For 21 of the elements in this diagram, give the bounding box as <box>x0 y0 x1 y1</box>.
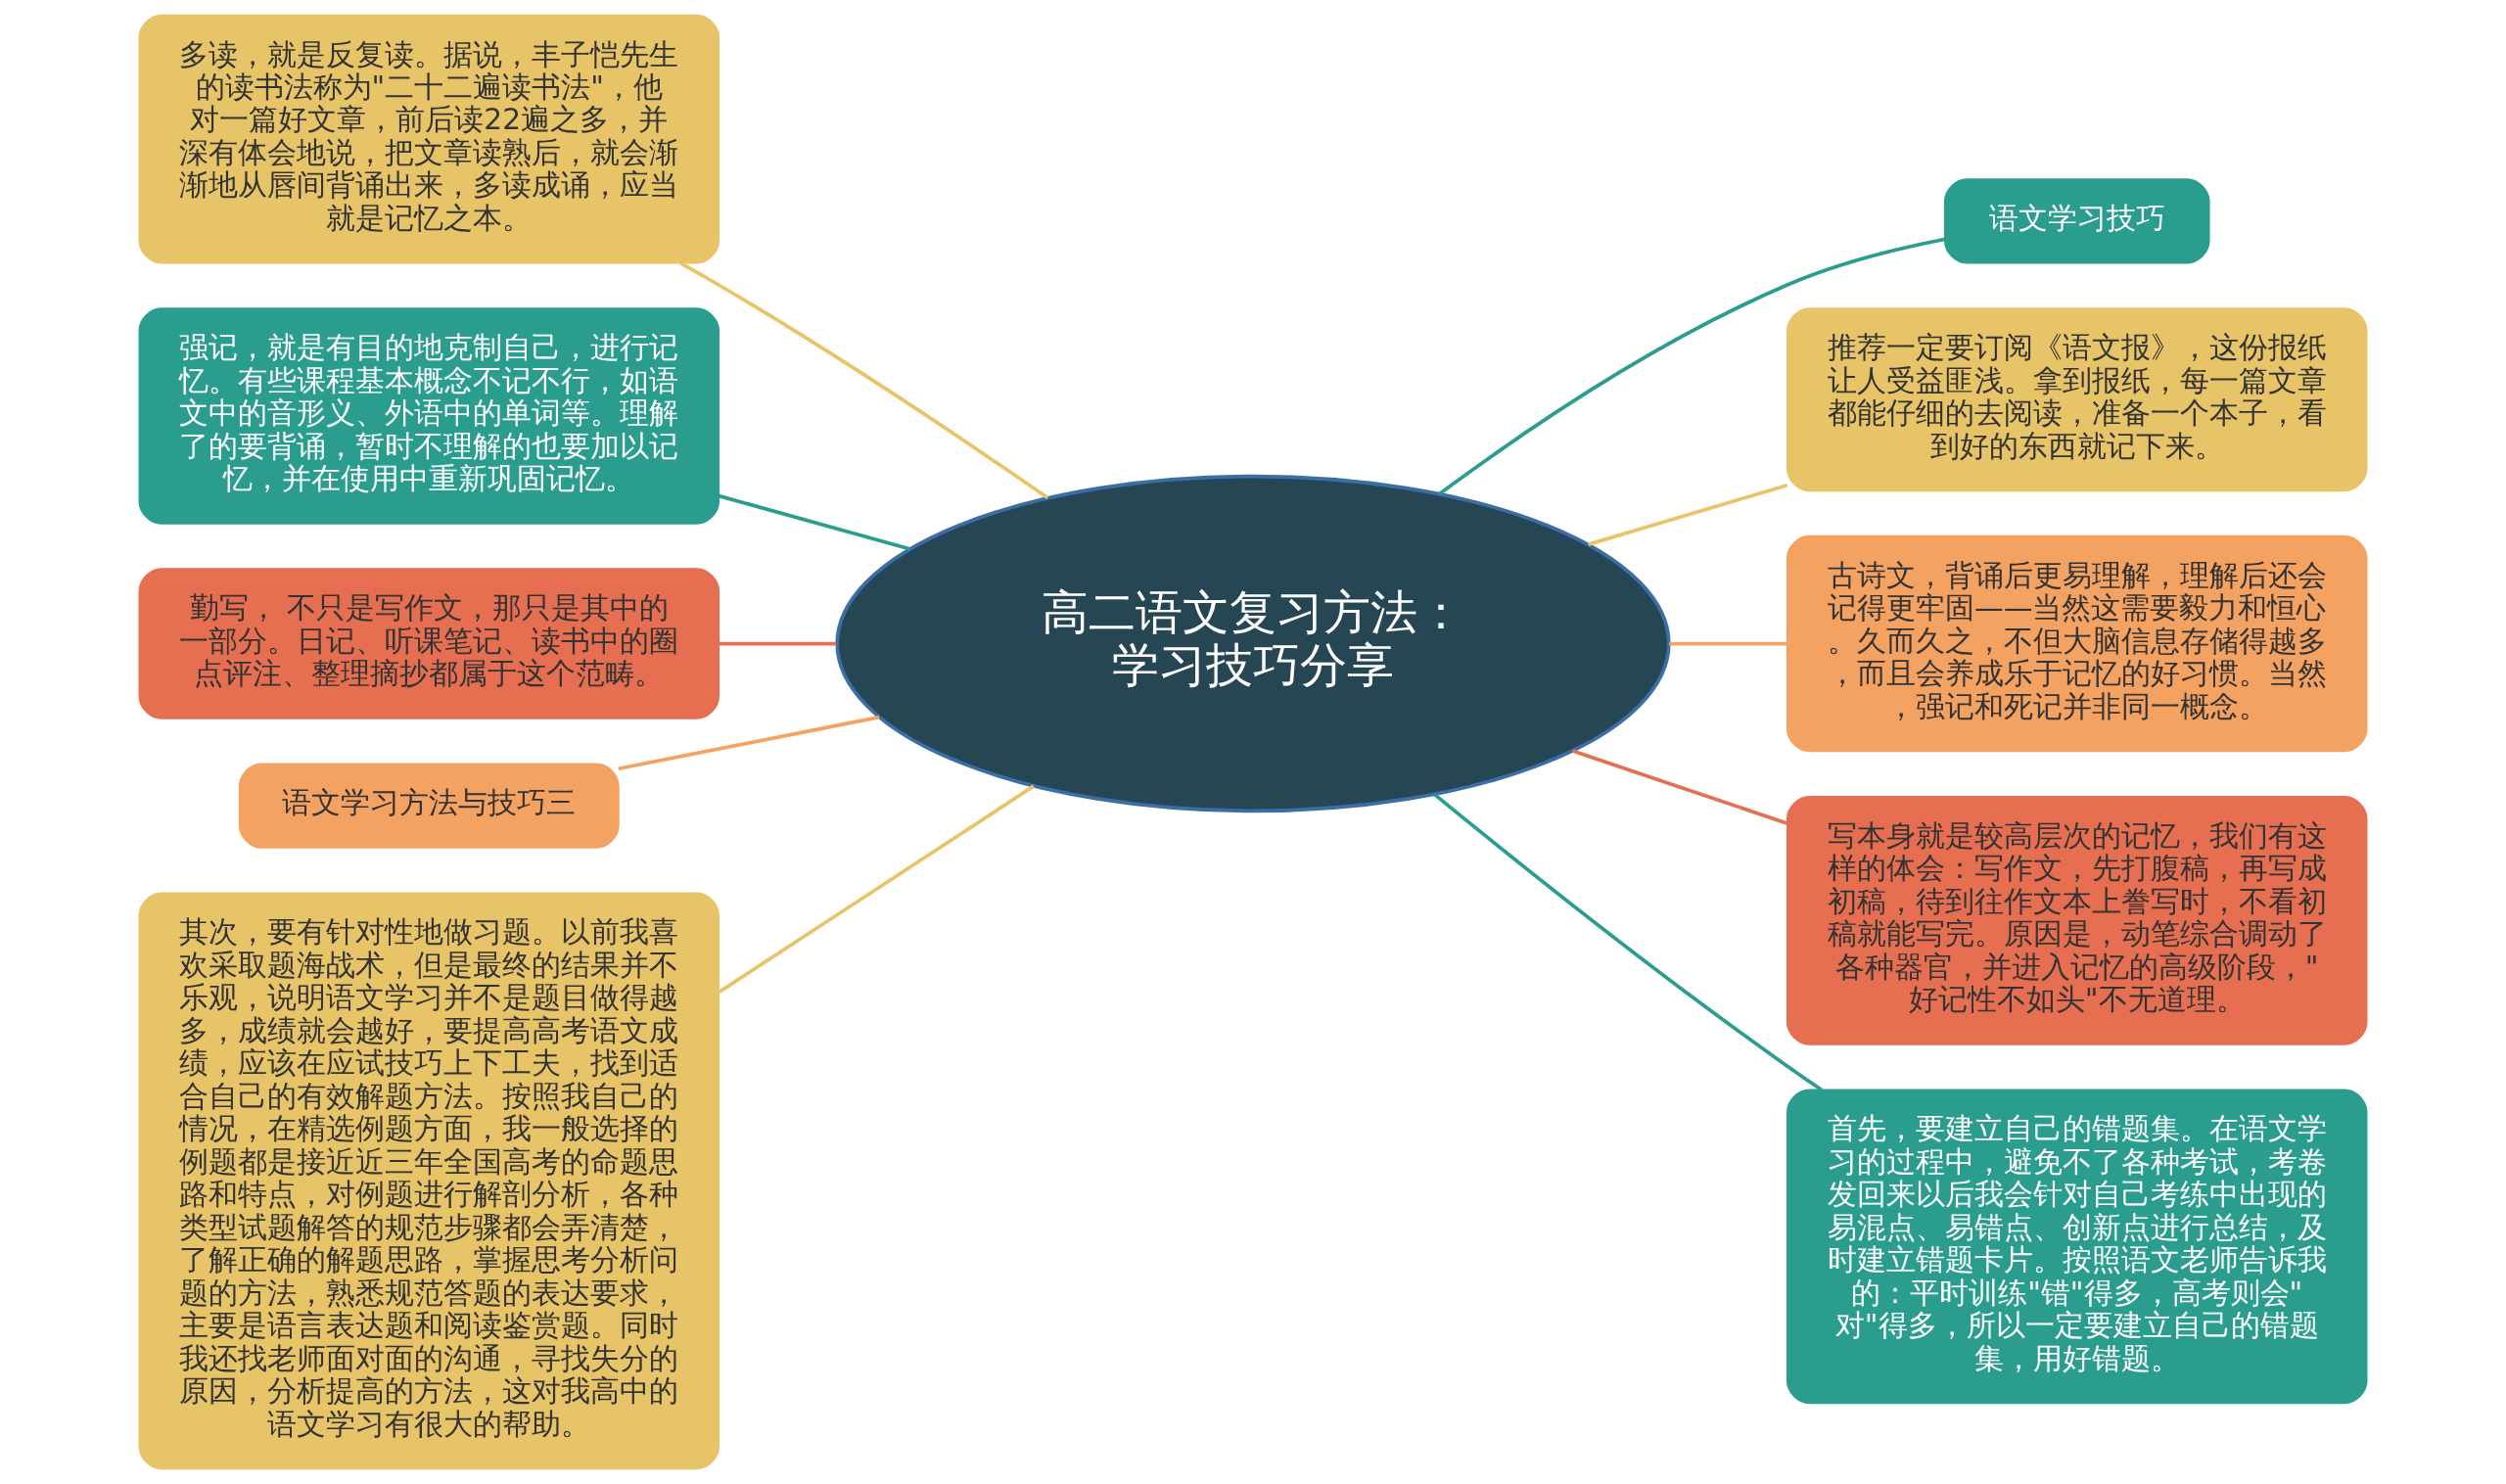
node-box: 首先，要建立自己的错题集。在语文学习的过程中，避免不了各种考试，考卷发回来以后我会针对自己考练中出现的易混点、易错点、创新点进行总结，及时建立错题卡片。按照语文老师告诉我的：平时训练"错"得多，高考则会"对"得多，所以一定要建立自己的错题集，用好错题。 <box>1786 1089 2368 1405</box>
connector <box>718 493 910 551</box>
node-box: 勤写， 不只是写作文，那只是其中的一部分。日记、听课笔记、读书中的圈点评注、整理摘抄都属于这个范畴。 <box>138 568 720 719</box>
node-box: 其次，要有针对性地做习题。以前我喜欢采取题海战术，但是最终的结果并不乐观，说明语文学习并不是题目做得越多，成绩就会越好，要提高高考语文成绩，应该在应试技巧上下工夫，找到适合自己的有效解题方法。按照我自己的情况，在精选例题方面，我一般选择的例题都是接近近三年全国高考的命题思路和特点，对例题进行解剖分析，各种类型试题解答的规范步骤都会弄清楚，了解正确的解题思路，掌握思考分析问题的方法，熟悉规范答题的表达要求，主要是语言表达题和阅读鉴赏题。同时我还找老师面对面的沟通，寻找失分的原因，分析提高的方法，这对我高中的语文学习有很大的帮助。 <box>138 892 720 1470</box>
node-box: 古诗文，背诵后更易理解，理解后还会记得更牢固——当然这需要毅力和恒心。久而久之，不但大脑信息存储得越多，而且会养成乐于记忆的好习惯。当然，强记和死记并非同一概念。 <box>1786 534 2368 753</box>
connector <box>1571 749 1787 825</box>
node-ellipse: 高二语文复习方法：学习技巧分享 <box>835 474 1671 813</box>
node-box: 写本身就是较高层次的记忆，我们有这样的体会：写作文，先打腹稿，再写成初稿，待到往作文本上誊写时，不看初稿就能写完。原因是，动笔综合调动了各种器官，并进入记忆的高级阶段，"好记性不如头"不无道理。 <box>1786 795 2368 1045</box>
node-box: 语文学习技巧 <box>1943 178 2210 264</box>
connector <box>1588 483 1788 546</box>
connector <box>618 715 880 771</box>
connector <box>679 261 1049 500</box>
connector <box>1433 793 1823 1091</box>
node-box: 语文学习方法与技巧三 <box>238 763 620 849</box>
node-box: 多读，就是反复读。据说，丰子恺先生的读书法称为"二十二遍读书法"，他对一篇好文章，前后读22遍之多，并深有体会地说，把文章读熟后，就会渐渐地从唇间背诵出来，多读成诵，应当就是记忆之本。 <box>138 14 720 264</box>
node-box: 强记，就是有目的地克制自己，进行记忆。有些课程基本概念不记不行，如语文中的音形义、外语中的单词等。理解了的要背诵，暂时不理解的也要加以记忆，并在使用中重新巩固记忆。 <box>138 307 720 525</box>
connector <box>718 784 1035 995</box>
node-box: 推荐一定要订阅《语文报》，这份报纸让人受益匪浅。拿到报纸，每一篇文章都能仔细的去阅读，准备一个本子，看到好的东西就记下来。 <box>1786 307 2368 492</box>
connector <box>1669 641 1787 646</box>
connector <box>719 641 837 646</box>
connector <box>1438 237 1945 496</box>
